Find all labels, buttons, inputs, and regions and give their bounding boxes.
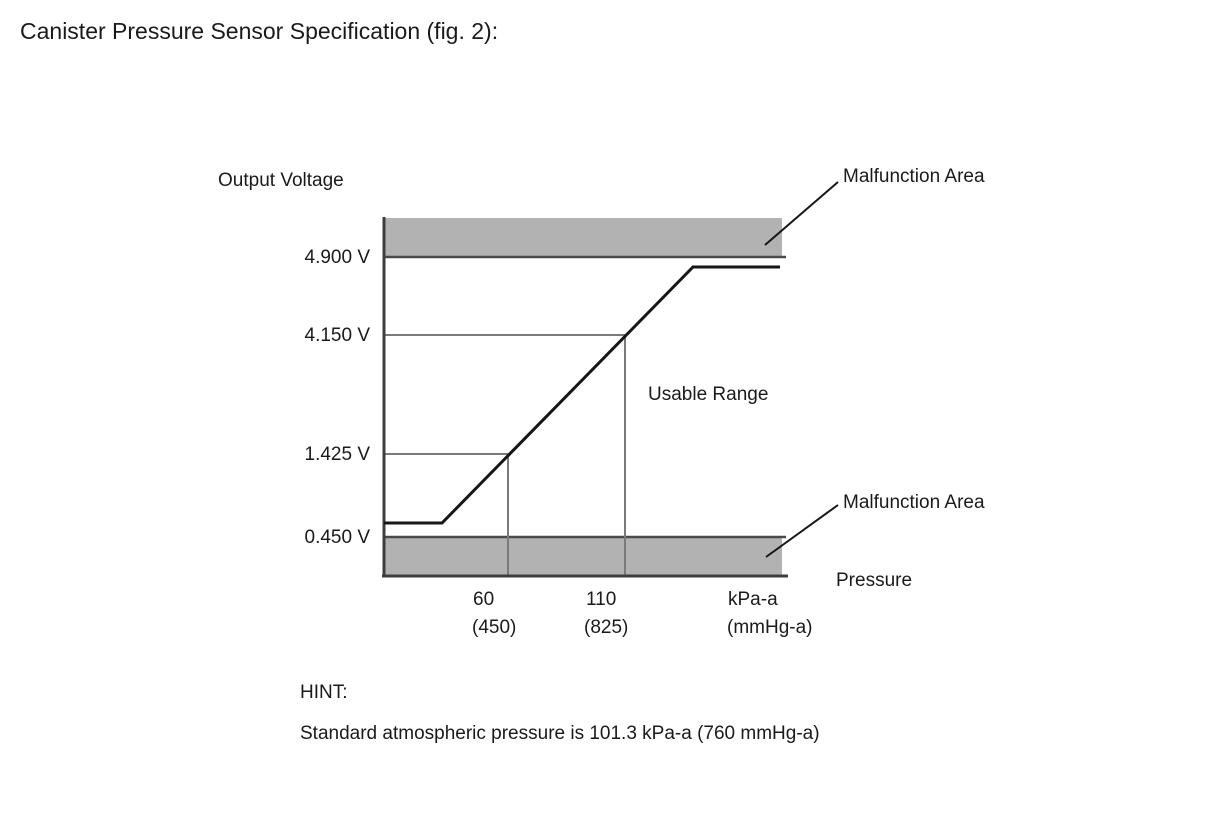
malfunction-band-upper — [384, 218, 782, 257]
y-tick-1425: 1.425 V — [304, 444, 371, 465]
y-tick-4900: 4.900 V — [304, 247, 371, 268]
hint-text: Standard atmospheric pressure is 101.3 k… — [300, 723, 820, 744]
malfunction-area-label-top: Malfunction Area — [843, 166, 985, 187]
hint-label: HINT: — [300, 682, 348, 703]
x-tick-110: 110 — [586, 589, 617, 610]
malfunction-band-lower — [384, 537, 782, 576]
x-tick-450: (450) — [472, 617, 517, 638]
y-tick-0450: 0.450 V — [304, 527, 371, 548]
leader-line-malfunction-top — [764, 181, 839, 246]
x-tick-60: 60 — [473, 589, 495, 610]
malfunction-area-label-bottom: Malfunction Area — [843, 492, 985, 513]
y-axis-title: Output Voltage — [218, 170, 344, 191]
x-axis-title: Pressure — [836, 570, 913, 591]
x-tick-825: (825) — [584, 617, 629, 638]
usable-range-label: Usable Range — [648, 384, 769, 405]
leader-line-malfunction-bottom — [765, 504, 839, 558]
y-tick-4150: 4.150 V — [304, 325, 371, 346]
x-unit-mmhg: (mmHg-a) — [727, 617, 813, 638]
sensor-output-curve — [384, 265, 780, 525]
figure-title: Canister Pressure Sensor Specification (… — [20, 18, 499, 44]
x-unit-kpa: kPa-a — [728, 589, 778, 610]
